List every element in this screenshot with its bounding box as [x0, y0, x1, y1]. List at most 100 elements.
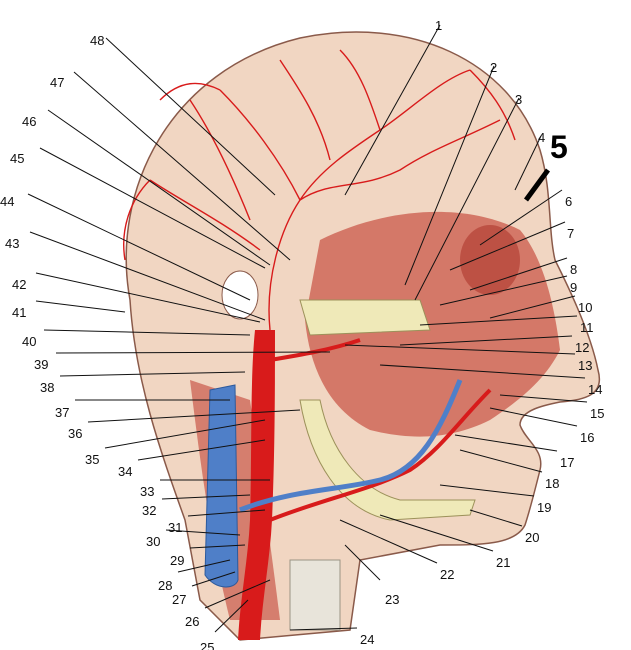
leader-line-47 — [73, 71, 291, 261]
callout-label-44: 44 — [0, 194, 14, 209]
leader-line-39 — [55, 351, 331, 354]
pointer-5-line — [523, 168, 551, 202]
leader-line-40 — [43, 329, 251, 336]
leader-line-6 — [479, 189, 563, 246]
callout-label-15: 15 — [590, 406, 604, 421]
leader-line-17 — [454, 434, 558, 452]
leader-line-3 — [414, 97, 520, 301]
callout-label-10: 10 — [578, 300, 592, 315]
leader-line-38 — [59, 371, 246, 377]
callout-label-26: 26 — [185, 614, 199, 629]
pointer-5-label: 5 — [550, 129, 568, 165]
callout-label-38: 38 — [40, 380, 54, 395]
callout-label-43: 43 — [5, 236, 19, 251]
leader-line-42 — [35, 272, 261, 323]
facial-artery — [269, 388, 492, 522]
mandible-bone — [299, 399, 476, 521]
leader-line-10 — [489, 295, 576, 319]
callout-label-16: 16 — [580, 430, 594, 445]
leader-line-19 — [439, 484, 535, 497]
callout-label-13: 13 — [578, 358, 592, 373]
leader-line-12 — [399, 335, 573, 346]
callout-label-1: 1 — [435, 18, 442, 33]
callout-label-42: 42 — [12, 277, 26, 292]
leader-line-30 — [165, 529, 241, 536]
callout-label-14: 14 — [588, 382, 602, 397]
leader-line-29 — [189, 544, 246, 549]
leader-line-23 — [344, 544, 381, 581]
callout-label-28: 28 — [158, 578, 172, 593]
callout-label-36: 36 — [68, 426, 82, 441]
leader-line-27 — [191, 571, 236, 587]
callout-label-6: 6 — [565, 194, 572, 209]
leader-line-21 — [379, 514, 494, 552]
leader-line-45 — [39, 147, 266, 269]
callout-label-39: 39 — [34, 357, 48, 372]
leader-line-28 — [177, 559, 231, 573]
facial-vein — [239, 379, 463, 513]
callout-label-27: 27 — [172, 592, 186, 607]
callout-label-2: 2 — [490, 60, 497, 75]
callout-label-41: 41 — [12, 305, 26, 320]
leader-line-25 — [214, 599, 249, 633]
callout-label-40: 40 — [22, 334, 36, 349]
leader-line-26 — [204, 579, 271, 609]
leader-line-18 — [459, 449, 543, 473]
carotid-artery — [238, 330, 275, 640]
callout-label-17: 17 — [560, 455, 574, 470]
leader-line-48 — [105, 37, 276, 196]
callout-label-34: 34 — [118, 464, 132, 479]
callout-label-45: 45 — [10, 151, 24, 166]
leader-line-35 — [104, 419, 266, 449]
callout-label-46: 46 — [22, 114, 36, 129]
callout-label-48: 48 — [90, 33, 104, 48]
leader-line-1 — [344, 24, 441, 196]
larynx-cartilage — [289, 559, 341, 631]
callout-label-31: 31 — [168, 520, 182, 535]
leader-line-31 — [187, 509, 266, 517]
leader-line-15 — [499, 394, 588, 403]
callout-label-25: 25 — [200, 640, 214, 650]
leader-line-34 — [137, 439, 266, 461]
leader-line-22 — [339, 519, 438, 564]
internal-jugular-vein — [204, 384, 239, 588]
leader-line-11 — [419, 315, 578, 326]
callout-label-12: 12 — [575, 340, 589, 355]
leader-line-4 — [514, 135, 542, 191]
leader-line-43 — [29, 231, 266, 321]
leader-line-32 — [161, 494, 251, 500]
callout-label-9: 9 — [570, 280, 577, 295]
leader-line-44 — [27, 193, 251, 301]
callout-label-47: 47 — [50, 75, 64, 90]
leader-line-2 — [404, 65, 495, 286]
callout-label-29: 29 — [170, 553, 184, 568]
callout-label-20: 20 — [525, 530, 539, 545]
callout-label-33: 33 — [140, 484, 154, 499]
scalp-arteries — [123, 49, 516, 331]
callout-label-3: 3 — [515, 92, 522, 107]
leader-line-36 — [87, 409, 301, 423]
callout-label-11: 11 — [580, 320, 594, 335]
callout-label-21: 21 — [496, 555, 510, 570]
zygomatic-bone — [299, 299, 431, 336]
leader-line-41 — [35, 300, 126, 313]
callout-label-23: 23 — [385, 592, 399, 607]
callout-label-4: 4 — [538, 130, 545, 145]
callout-label-32: 32 — [142, 503, 156, 518]
leader-line-9 — [439, 275, 568, 306]
leader-line-20 — [469, 509, 523, 527]
callout-label-35: 35 — [85, 452, 99, 467]
leader-line-13 — [344, 344, 576, 355]
callout-label-37: 37 — [55, 405, 69, 420]
leader-line-46 — [47, 109, 271, 266]
callout-label-22: 22 — [440, 567, 454, 582]
callout-label-24: 24 — [360, 632, 374, 647]
callout-label-30: 30 — [146, 534, 160, 549]
leader-line-24 — [289, 627, 358, 631]
callout-label-18: 18 — [545, 476, 559, 491]
leader-line-7 — [449, 221, 566, 271]
orbit — [460, 225, 520, 295]
leader-line-8 — [469, 257, 568, 291]
